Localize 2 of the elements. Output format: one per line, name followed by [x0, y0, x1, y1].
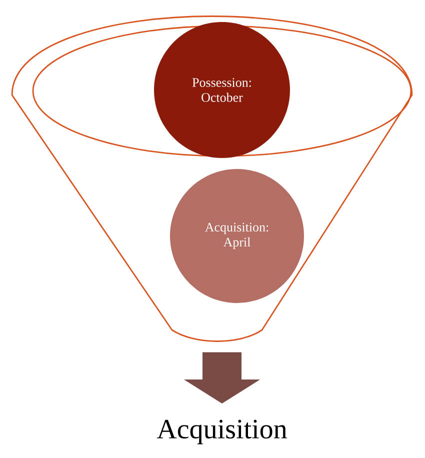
heading: Acquisition	[156, 420, 287, 444]
funnel-drawing	[11, 16, 413, 342]
